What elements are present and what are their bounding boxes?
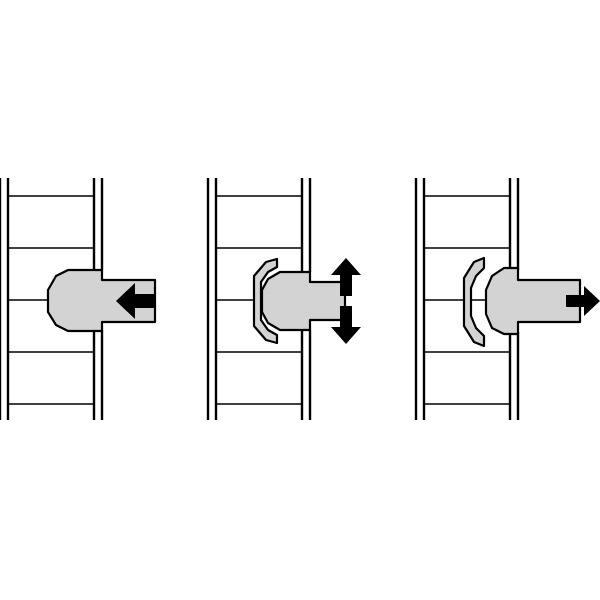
left-arrow-icon [116, 283, 156, 319]
panel-3-remove [414, 178, 600, 420]
panel-3-rivet-head [462, 256, 486, 348]
panel-2-frame [206, 178, 312, 420]
panel-1-frame [0, 178, 104, 420]
panel-2-expand [206, 178, 361, 420]
right-arrow-icon [566, 286, 600, 316]
panel-1-rivet [46, 268, 157, 333]
panel-2-rivet-head [252, 257, 279, 345]
panel-2-rivet [260, 270, 347, 332]
panel-3-rivet [484, 266, 582, 336]
up-down-arrow-icon [331, 258, 361, 344]
panel-3-frame [414, 178, 520, 420]
panel-1-insert [0, 178, 157, 420]
